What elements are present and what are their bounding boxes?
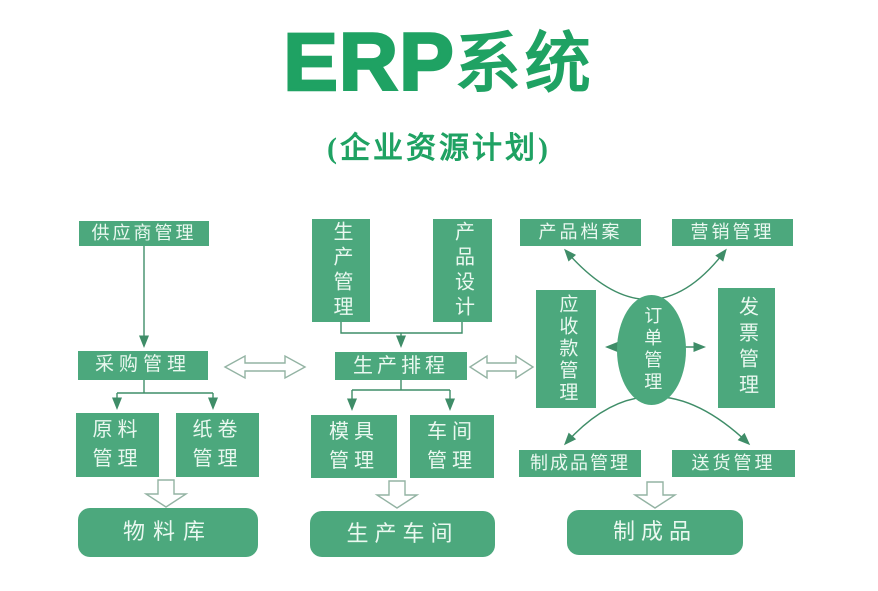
node-finished-product-management: 制成品管理 [519,450,641,477]
hollow-arrow-to-finished-product [632,481,678,509]
node-delivery-management: 送货管理 [672,450,795,477]
node-raw-material-management: 原料 管理 [76,413,159,477]
node-material-warehouse: 物料库 [78,508,258,557]
title-cjk: 系统 [454,28,595,101]
node-workshop-management: 车间 管理 [410,415,494,478]
page-title: ERP系统 [0,20,878,105]
node-receivables-management: 应收款管理 [536,290,596,408]
node-invoice-management: 发票管理 [718,288,775,408]
node-production-workshop: 生产车间 [310,511,495,557]
hollow-arrow-to-production-workshop [374,480,420,509]
node-paper-roll-management: 纸卷 管理 [176,413,259,477]
connector-scheduling-branch [347,380,455,411]
title-latin: ERP [282,17,455,108]
connector-purchase-branch [112,379,218,410]
connector-merge-to-scheduling [340,322,463,348]
node-purchase-management: 采购管理 [78,351,208,380]
node-product-design: 产品设计 [433,219,492,322]
node-production-management: 生产管理 [312,219,370,322]
page-subtitle: (企业资源计划) [327,132,551,165]
double-arrow-purchase-scheduling [223,354,307,380]
node-mold-management: 模具 管理 [311,415,397,478]
node-finished-product: 制成品 [567,510,743,555]
node-order-management: 订单管理 [617,295,686,405]
node-production-scheduling: 生产排程 [335,352,467,380]
node-supplier-management: 供应商管理 [79,221,209,246]
double-arrow-scheduling-receivables [468,354,535,380]
node-product-archive: 产品档案 [520,219,641,246]
hollow-arrow-to-material-warehouse [143,479,189,508]
node-marketing-management: 营销管理 [672,219,793,246]
